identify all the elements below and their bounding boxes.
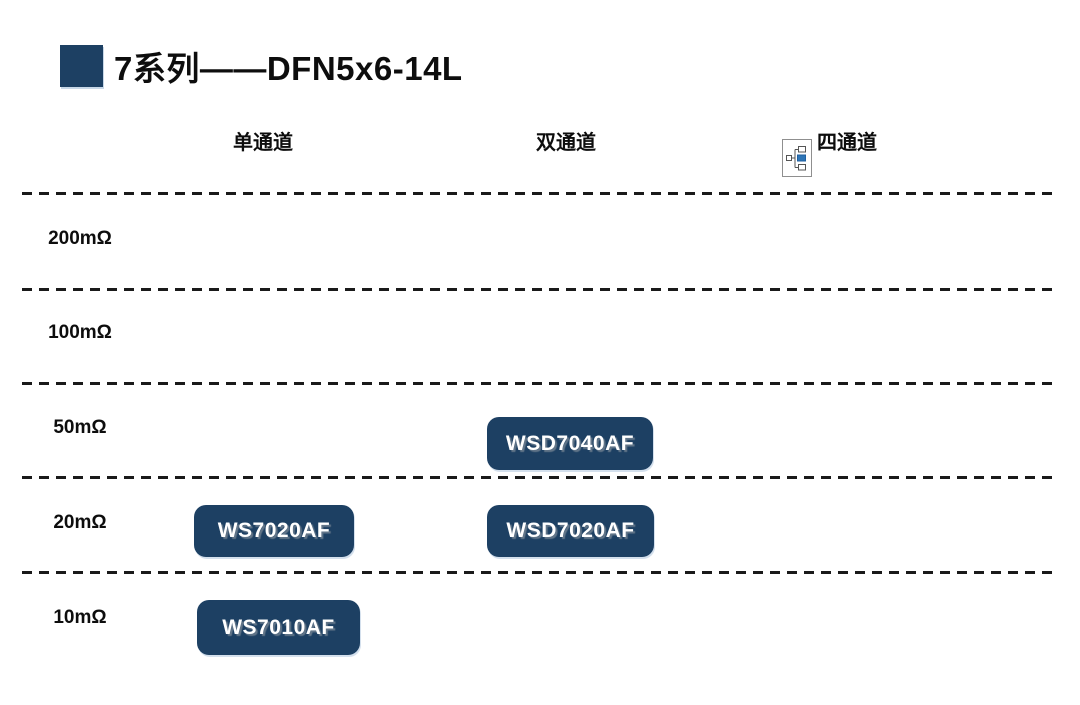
dashed-divider [22,382,1058,385]
product-badge-ws7020af: WS7020AF [194,505,354,557]
product-badge-wsd7020af: WSD7020AF [487,505,654,557]
column-header-quad-channel: 四通道 [817,132,877,154]
org-chart-placeholder-icon [782,139,812,177]
row-label-200mohm: 200mΩ [48,228,112,249]
dashed-divider [22,288,1058,291]
row-label-10mohm: 10mΩ [53,607,107,628]
product-badge-wsd7040af: WSD7040AF [487,417,653,470]
page-title: 7系列——DFN5x6-14L [114,50,463,87]
product-badge-ws7010af: WS7010AF [197,600,360,655]
row-label-50mohm: 50mΩ [53,417,107,438]
dashed-divider [22,476,1058,479]
dashed-divider [22,571,1058,574]
row-label-100mohm: 100mΩ [48,322,112,343]
column-header-single-channel: 单通道 [233,132,293,154]
title-bullet-square [60,45,103,87]
dashed-divider [22,192,1058,195]
column-header-dual-channel: 双通道 [536,132,596,154]
row-label-20mohm: 20mΩ [53,512,107,533]
